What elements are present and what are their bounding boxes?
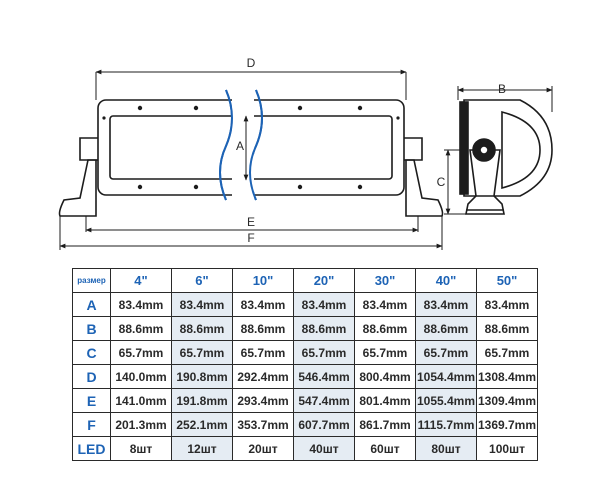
table-cell: 547.4mm bbox=[293, 388, 355, 413]
row-label: C bbox=[72, 340, 111, 365]
table-cell: 190.8mm bbox=[171, 364, 233, 389]
table-cell: 141.0mm bbox=[110, 388, 172, 413]
side-view bbox=[459, 99, 553, 215]
dimension-F bbox=[59, 216, 443, 250]
table-cell: 83.4mm bbox=[171, 292, 233, 317]
row-label: LED bbox=[72, 436, 111, 461]
table-cell: 83.4mm bbox=[110, 292, 172, 317]
label-A: A bbox=[236, 139, 244, 153]
table-cell: 65.7mm bbox=[232, 340, 294, 365]
table-cell: 88.6mm bbox=[232, 316, 294, 341]
table-cell: 80шт bbox=[415, 436, 477, 461]
side-bracket bbox=[465, 149, 505, 215]
dimension-D bbox=[95, 69, 407, 100]
column-header: 20" bbox=[293, 268, 355, 293]
table-cell: 83.4mm bbox=[476, 292, 538, 317]
table-cell: 20шт bbox=[232, 436, 294, 461]
right-bracket bbox=[404, 137, 423, 161]
right-foot bbox=[405, 159, 444, 217]
table-header-row: размер 4" 6" 10" 20" 30" 40" 50" bbox=[72, 268, 538, 293]
label-E: E bbox=[247, 215, 255, 229]
column-header: 10" bbox=[232, 268, 294, 293]
table-corner-label: размер bbox=[72, 268, 111, 293]
light-bar-dimension-drawing: D A E F B C bbox=[58, 56, 553, 250]
table-cell: 607.7mm bbox=[293, 412, 355, 437]
row-label: F bbox=[72, 412, 111, 437]
row-label: E bbox=[72, 388, 111, 413]
table-cell: 65.7mm bbox=[476, 340, 538, 365]
table-cell: 83.4mm bbox=[293, 292, 355, 317]
table-cell: 800.4mm bbox=[354, 364, 416, 389]
table-cell: 191.8mm bbox=[171, 388, 233, 413]
table-cell: 65.7mm bbox=[110, 340, 172, 365]
table-cell: 100шт bbox=[476, 436, 538, 461]
column-header: 4" bbox=[110, 268, 172, 293]
table-cell: 88.6mm bbox=[354, 316, 416, 341]
label-F: F bbox=[247, 231, 254, 245]
row-label: B bbox=[72, 316, 111, 341]
side-lens-edge bbox=[459, 101, 469, 195]
label-D: D bbox=[247, 56, 256, 70]
dimension-E bbox=[85, 216, 419, 233]
column-header: 30" bbox=[354, 268, 416, 293]
dimension-B bbox=[457, 86, 553, 112]
side-housing bbox=[463, 99, 553, 197]
column-header: 6" bbox=[171, 268, 233, 293]
table-cell: 65.7mm bbox=[171, 340, 233, 365]
table-cell: 40шт bbox=[293, 436, 355, 461]
row-label: D bbox=[72, 364, 111, 389]
table-cell: 88.6mm bbox=[171, 316, 233, 341]
table-cell: 801.4mm bbox=[354, 388, 416, 413]
table-cell: 12шт bbox=[171, 436, 233, 461]
table-cell: 140.0mm bbox=[110, 364, 172, 389]
column-header: 40" bbox=[415, 268, 477, 293]
table-cell: 83.4mm bbox=[415, 292, 477, 317]
row-label: A bbox=[72, 292, 111, 317]
table-cell: 88.6mm bbox=[110, 316, 172, 341]
left-foot bbox=[58, 159, 97, 217]
table-cell: 1054.4mm bbox=[415, 364, 477, 389]
table-cell: 1369.7mm bbox=[476, 412, 538, 437]
label-B: B bbox=[498, 82, 506, 96]
column-header: 50" bbox=[476, 268, 538, 293]
table-cell: 83.4mm bbox=[232, 292, 294, 317]
dimension-C bbox=[444, 149, 468, 215]
table-cell: 65.7mm bbox=[293, 340, 355, 365]
table-cell: 292.4mm bbox=[232, 364, 294, 389]
table-cell: 88.6mm bbox=[415, 316, 477, 341]
table-cell: 8шт bbox=[110, 436, 172, 461]
table-cell: 353.7mm bbox=[232, 412, 294, 437]
screw-dots bbox=[102, 105, 400, 190]
table-cell: 88.6mm bbox=[476, 316, 538, 341]
table-cell: 546.4mm bbox=[293, 364, 355, 389]
table-cell: 861.7mm bbox=[354, 412, 416, 437]
table-cell: 201.3mm bbox=[110, 412, 172, 437]
table-cell: 60шт bbox=[354, 436, 416, 461]
left-bracket bbox=[79, 137, 98, 161]
table-cell: 1055.4mm bbox=[415, 388, 477, 413]
table-cell: 65.7mm bbox=[354, 340, 416, 365]
table-cell: 83.4mm bbox=[354, 292, 416, 317]
table-cell: 293.4mm bbox=[232, 388, 294, 413]
table-cell: 1308.4mm bbox=[476, 364, 538, 389]
table-cell: 88.6mm bbox=[293, 316, 355, 341]
table-cell: 1115.7mm bbox=[415, 412, 477, 437]
side-fin bbox=[501, 110, 541, 190]
table-cell: 1309.4mm bbox=[476, 388, 538, 413]
table-cell: 65.7mm bbox=[415, 340, 477, 365]
table-cell: 252.1mm bbox=[171, 412, 233, 437]
label-C: C bbox=[437, 175, 446, 189]
